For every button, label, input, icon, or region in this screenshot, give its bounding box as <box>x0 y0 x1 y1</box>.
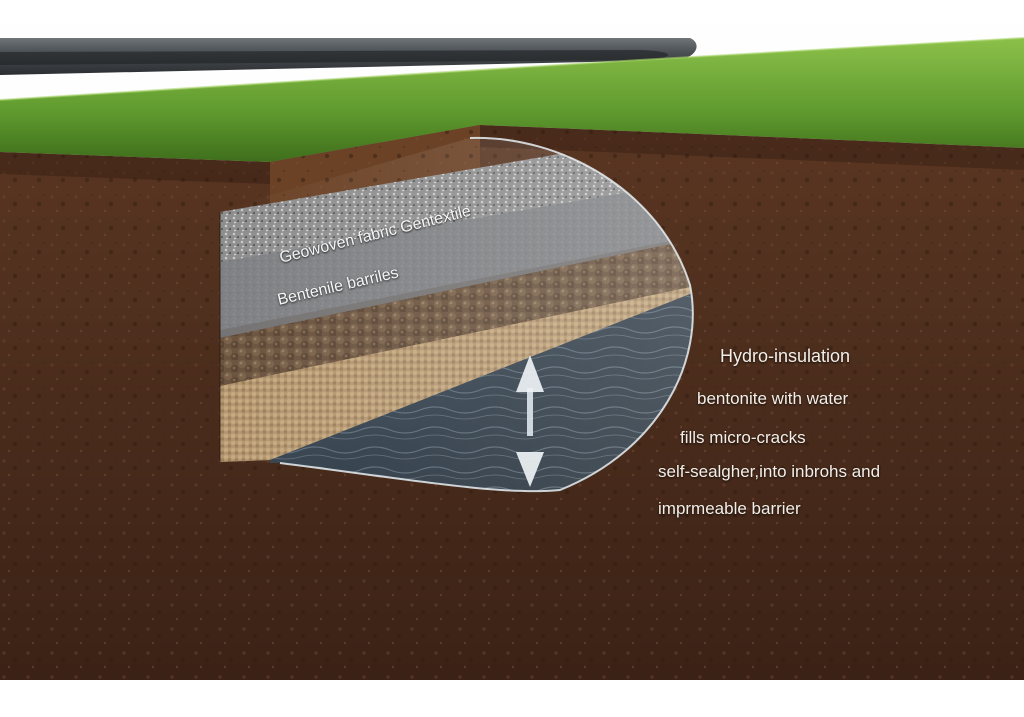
description-line-1: bentonite with water <box>697 389 849 408</box>
description-line-3: self-sealgher,into inbrohs and <box>658 462 881 481</box>
hydro-insulation-heading: Hydro-insulation <box>720 346 851 366</box>
description-line-2: fills micro-cracks <box>680 428 806 447</box>
double-arrow-icon <box>516 355 544 487</box>
description-line-4: imprmeable barrier <box>658 499 801 518</box>
